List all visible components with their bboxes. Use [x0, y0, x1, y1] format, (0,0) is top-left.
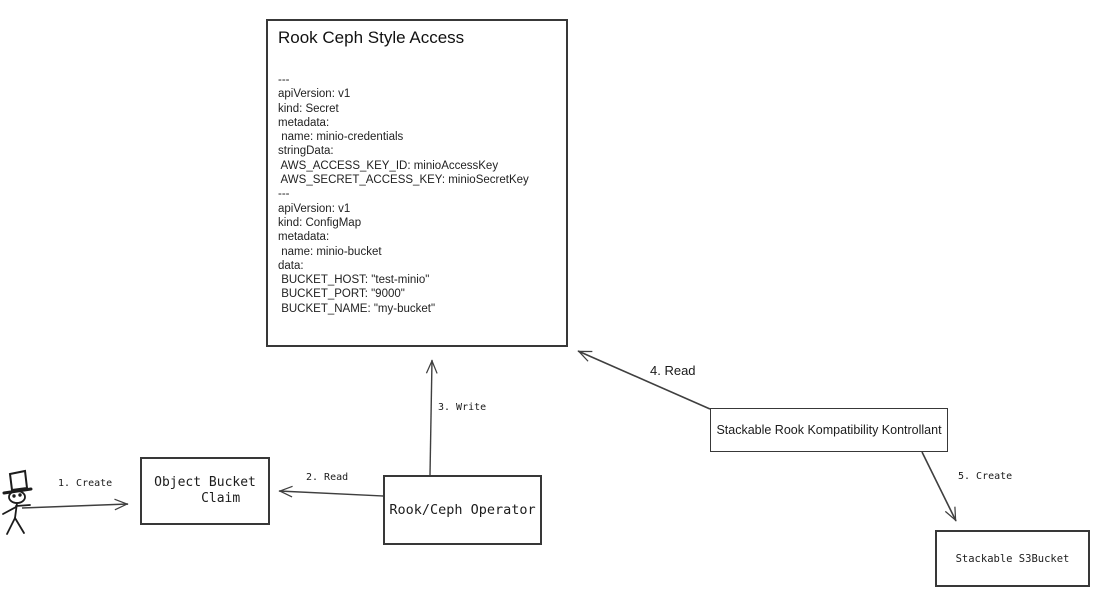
edge-label-write-access: 3. Write [438, 402, 487, 413]
node-stackable-s3bucket: Stackable S3Bucket [935, 530, 1090, 587]
node-stackable-kontrollant-label: Stackable Rook Kompatibility Kontrollant [716, 423, 942, 437]
edge-create-obc-arrow [21, 498, 129, 511]
main-box-title: Rook Ceph Style Access [278, 28, 465, 47]
edge-label-create-obc: 1. Create [58, 478, 113, 489]
edge-label-create-s3bucket: 5. Create [958, 471, 1013, 482]
node-stackable-kontrollant: Stackable Rook Kompatibility Kontrollant [710, 408, 948, 452]
rook-ceph-style-access-box: Rook Ceph Style Access --- apiVersion: v… [266, 19, 568, 347]
node-object-bucket-claim-label: Object Bucket Claim [154, 475, 256, 506]
edge-write-access-arrow [425, 359, 438, 476]
edge-read-access-arrow [577, 350, 711, 410]
user-actor-icon [2, 469, 33, 535]
node-stackable-s3bucket-label: Stackable S3Bucket [955, 552, 1070, 565]
edge-create-s3bucket-arrow [921, 451, 957, 522]
edge-read-obc-arrow [278, 485, 384, 498]
node-rook-ceph-operator: Rook/Ceph Operator [383, 475, 542, 545]
yaml-manifest-text: --- apiVersion: v1 kind: Secret metadata… [278, 74, 529, 315]
node-rook-ceph-operator-label: Rook/Ceph Operator [389, 502, 536, 518]
node-object-bucket-claim: Object Bucket Claim [140, 457, 270, 525]
edge-label-read-obc: 2. Read [306, 472, 349, 483]
edge-label-read-access: 4. Read [650, 363, 696, 378]
